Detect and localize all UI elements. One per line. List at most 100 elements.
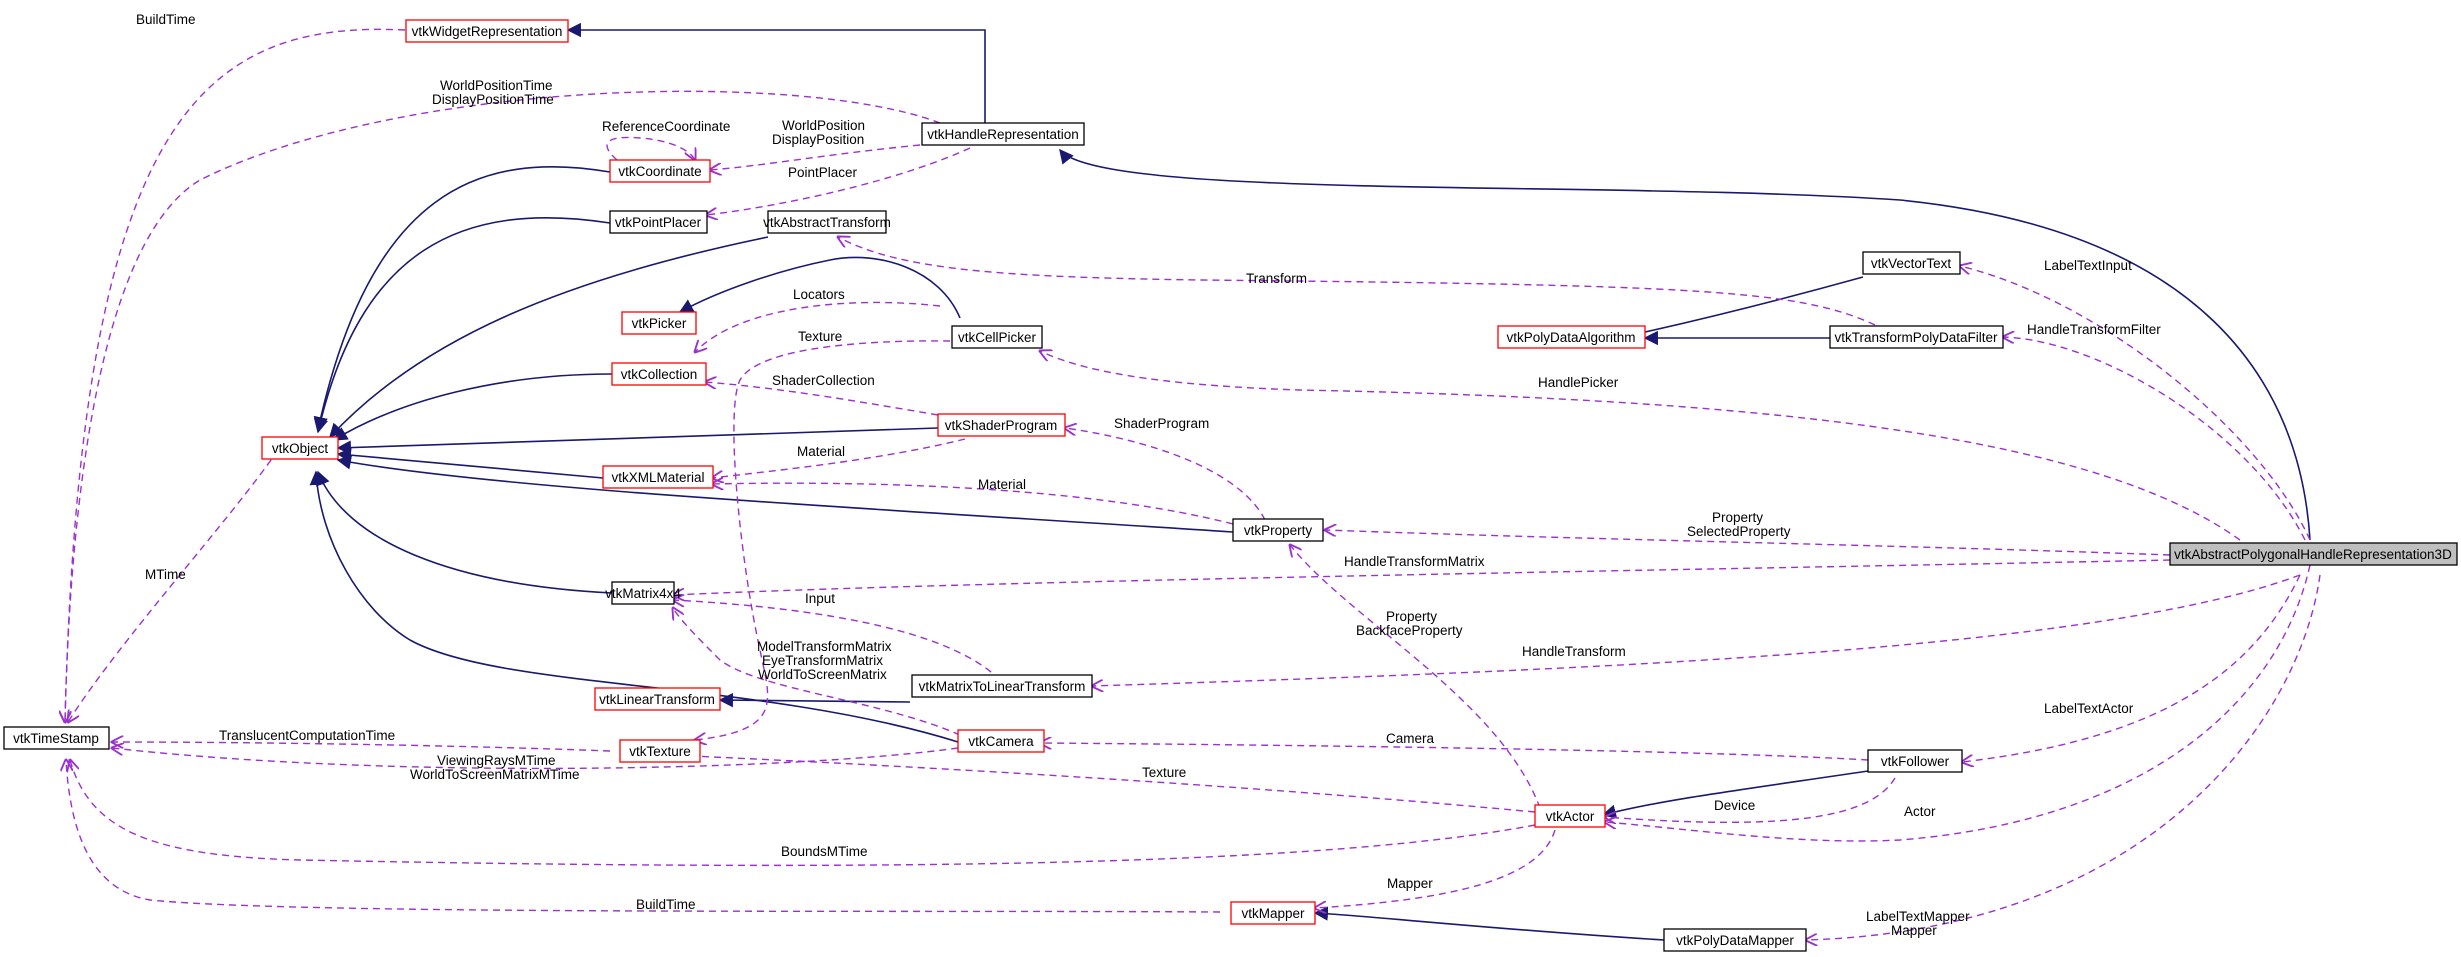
- label-bounds-mtime: BoundsMTime: [781, 844, 868, 859]
- node-vtkProperty[interactable]: vtkProperty: [1232, 518, 1324, 542]
- svg-text:vtkTexture: vtkTexture: [629, 744, 691, 759]
- edge-worldposition-time: [65, 90, 941, 722]
- node-vtkLinearTransform[interactable]: vtkLinearTransform: [594, 687, 721, 711]
- label-label-text-input: LabelTextInput: [2044, 258, 2132, 273]
- svg-text:vtkActor: vtkActor: [1546, 809, 1595, 824]
- svg-text:vtkHandleRepresentation: vtkHandleRepresentation: [927, 127, 1079, 142]
- svg-text:vtkXMLMaterial: vtkXMLMaterial: [611, 470, 704, 485]
- node-vtkShaderProgram[interactable]: vtkShaderProgram: [937, 413, 1066, 437]
- label-model-transform-matrix: ModelTransformMatrix: [757, 639, 892, 654]
- label-point-placer: PointPlacer: [788, 165, 858, 180]
- label-translucent-time: TranslucentComputationTime: [219, 728, 395, 743]
- edge-shaderprogram-to-object: [336, 427, 939, 455]
- label-buildtime-top: BuildTime: [136, 12, 196, 27]
- svg-text:vtkMatrix4x4: vtkMatrix4x4: [605, 586, 681, 601]
- label-handle-transform-matrix: HandleTransformMatrix: [1344, 554, 1485, 569]
- label-input: Input: [805, 591, 835, 606]
- node-vtkTimeStamp[interactable]: vtkTimeStamp: [3, 726, 110, 750]
- label-property: Property: [1712, 510, 1763, 525]
- usage-edges: [65, 28, 2321, 940]
- label-world-to-screen-matrix: WorldToScreenMatrix: [758, 667, 887, 682]
- node-vtkCamera[interactable]: vtkCamera: [957, 729, 1045, 753]
- node-vtkObject[interactable]: vtkObject: [261, 436, 339, 460]
- svg-text:vtkWidgetRepresentation: vtkWidgetRepresentation: [412, 24, 563, 39]
- node-vtkTransformPolyDataFilter[interactable]: vtkTransformPolyDataFilter: [1829, 325, 2004, 349]
- node-vtkPointPlacer[interactable]: vtkPointPlacer: [609, 210, 708, 234]
- edge-material-2: [712, 483, 1234, 525]
- edge-handle-picker: [1040, 351, 2241, 541]
- node-vtkMatrixToLinearTransform[interactable]: vtkMatrixToLinearTransform: [911, 674, 1093, 698]
- edge-camera-to-object: [309, 470, 959, 743]
- node-vtkHandleRepresentation[interactable]: vtkHandleRepresentation: [921, 122, 1085, 146]
- node-vtkCollection[interactable]: vtkCollection: [611, 362, 707, 386]
- edge-input: [673, 600, 1001, 681]
- label-selected-property: SelectedProperty: [1687, 524, 1791, 539]
- edge-label-text-actor: [1962, 574, 2301, 762]
- label-handle-picker: HandlePicker: [1538, 375, 1619, 390]
- svg-text:vtkTransformPolyDataFilter: vtkTransformPolyDataFilter: [1834, 330, 1998, 345]
- label-device: Device: [1714, 798, 1755, 813]
- node-vtkPolyDataAlgorithm[interactable]: vtkPolyDataAlgorithm: [1497, 325, 1646, 349]
- edge-texture-actor: [670, 755, 1536, 813]
- edge-follower-to-actor: [1601, 770, 1869, 819]
- node-vtkActor[interactable]: vtkActor: [1534, 804, 1606, 828]
- edge-mapper: [1315, 829, 1556, 908]
- node-vtkFollower[interactable]: vtkFollower: [1867, 749, 1963, 773]
- edge-viewing-rays: [112, 748, 959, 770]
- label-locators: Locators: [793, 287, 845, 302]
- label-actor: Actor: [1904, 804, 1936, 819]
- edge-property-selected: [1325, 530, 2171, 556]
- svg-text:vtkMapper: vtkMapper: [1241, 906, 1305, 921]
- label-label-text-mapper: LabelTextMapper: [1866, 909, 1970, 924]
- node-vtkWidgetRepresentation[interactable]: vtkWidgetRepresentation: [405, 19, 569, 43]
- svg-text:vtkMatrixToLinearTransform: vtkMatrixToLinearTransform: [919, 679, 1086, 694]
- svg-text:vtkAbstractPolygonalHandleRepr: vtkAbstractPolygonalHandleRepresentation…: [2174, 547, 2452, 562]
- inheritance-edges: [309, 22, 2311, 941]
- edge-cellpicker-to-picker: [678, 256, 961, 319]
- node-vtkTexture[interactable]: vtkTexture: [619, 739, 701, 763]
- edge-device: [1605, 777, 1896, 822]
- label-displaypos-time: DisplayPositionTime: [432, 92, 554, 107]
- label-mtime: MTime: [145, 567, 186, 582]
- label-eye-transform-matrix: EyeTransformMatrix: [762, 653, 883, 668]
- label-material-1: Material: [797, 444, 845, 459]
- svg-text:vtkPolyDataAlgorithm: vtkPolyDataAlgorithm: [1506, 330, 1635, 345]
- edge-apr3d-to-handlerep: [1059, 148, 2311, 541]
- svg-text:vtkCamera: vtkCamera: [968, 734, 1034, 749]
- node-vtkAbstractTransform[interactable]: vtkAbstractTransform: [763, 210, 891, 234]
- label-material-2: Material: [978, 477, 1026, 492]
- label-build-time: BuildTime: [636, 897, 696, 912]
- edge-reference-coordinate: [606, 136, 695, 160]
- label-viewing-rays: ViewingRaysMTime: [437, 753, 556, 768]
- label-display-position: DisplayPosition: [772, 132, 864, 147]
- label-texture: Texture: [798, 329, 842, 344]
- svg-text:vtkCollection: vtkCollection: [621, 367, 698, 382]
- label-mapper-2: Mapper: [1891, 923, 1937, 938]
- label-property-2: Property: [1386, 609, 1437, 624]
- node-vtkCoordinate[interactable]: vtkCoordinate: [609, 159, 711, 183]
- edge-pointplacer-to-object: [313, 217, 611, 434]
- edge-property-backface: [1290, 545, 1541, 809]
- label-transform: Transform: [1246, 271, 1307, 286]
- edge-abstracttransform-to-object: [329, 236, 769, 439]
- node-vtkCellPicker[interactable]: vtkCellPicker: [951, 325, 1043, 349]
- edge-label-text-input: [1960, 266, 2311, 541]
- node-vtkMapper[interactable]: vtkMapper: [1230, 901, 1316, 925]
- label-label-text-actor: LabelTextActor: [2044, 701, 2134, 716]
- node-vtkVectorText[interactable]: vtkVectorText: [1862, 251, 1961, 275]
- svg-text:vtkCoordinate: vtkCoordinate: [618, 164, 701, 179]
- node-vtkPicker[interactable]: vtkPicker: [621, 311, 697, 335]
- node-vtkAbstractPolygonalHandleRepresentation3D[interactable]: vtkAbstractPolygonalHandleRepresentation…: [2169, 542, 2458, 566]
- label-camera: Camera: [1386, 731, 1435, 746]
- svg-text:vtkTimeStamp: vtkTimeStamp: [13, 731, 99, 746]
- edge-collection-to-object: [332, 373, 613, 441]
- node-vtkXMLMaterial[interactable]: vtkXMLMaterial: [602, 465, 714, 489]
- edge-shader-program: [1065, 428, 1266, 521]
- svg-text:vtkFollower: vtkFollower: [1881, 754, 1950, 769]
- edge-matrixtolinear-to-lineartransform: [718, 692, 911, 708]
- node-vtkPolyDataMapper[interactable]: vtkPolyDataMapper: [1663, 928, 1807, 952]
- edge-shader-collection: [705, 382, 939, 416]
- edge-matrix4x4-to-object: [316, 470, 613, 594]
- node-vtkMatrix4x4[interactable]: vtkMatrix4x4: [605, 581, 681, 605]
